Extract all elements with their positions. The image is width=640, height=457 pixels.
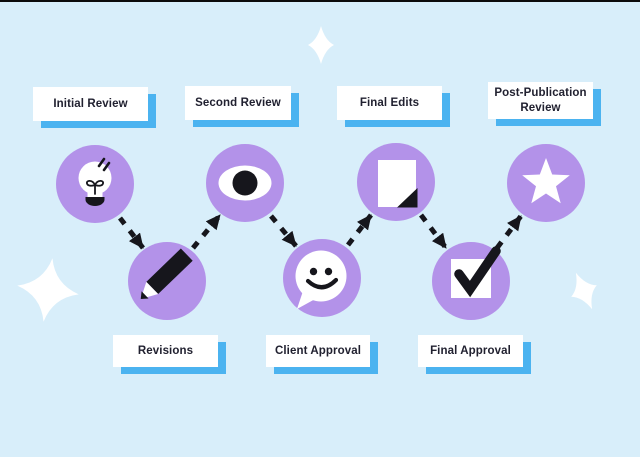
top-border [0, 0, 640, 2]
pencil-icon [140, 248, 193, 300]
checkbox-checked-icon [451, 246, 501, 298]
chat-bubble-smiley-icon [295, 250, 347, 309]
sparkle-icon [308, 26, 334, 64]
step-card-client-approval: Client Approval [266, 335, 370, 367]
step-card-revisions: Revisions [113, 335, 218, 367]
step-card-post-publication-review: Post-Publication Review [488, 82, 593, 119]
step-label: Final Approval [430, 344, 511, 357]
star-icon [522, 158, 570, 204]
step-label: Post-Publication Review [494, 86, 587, 114]
sparkle-icon [17, 258, 79, 322]
step-node-final-edits [357, 143, 435, 221]
step-label: Revisions [137, 344, 194, 357]
step-node-client-approval [283, 239, 361, 317]
step-node-post-publication-review [507, 144, 585, 222]
document-folded-corner-icon [378, 160, 418, 208]
sparkle-icon [571, 272, 597, 310]
step-card-final-edits: Final Edits [337, 86, 442, 120]
lightbulb-icon [78, 157, 112, 206]
step-label: Initial Review [53, 97, 128, 110]
step-node-final-approval [432, 242, 510, 320]
step-label: Client Approval [274, 344, 362, 357]
step-label: Final Edits [359, 96, 420, 109]
step-label: Second Review [195, 96, 281, 109]
step-card-second-review: Second Review [185, 86, 291, 120]
eye-icon [218, 165, 272, 201]
step-card-final-approval: Final Approval [418, 335, 523, 367]
step-node-second-review [206, 144, 284, 222]
step-card-initial-review: Initial Review [33, 87, 148, 121]
step-node-revisions [128, 242, 206, 320]
step-node-initial-review [56, 145, 134, 223]
